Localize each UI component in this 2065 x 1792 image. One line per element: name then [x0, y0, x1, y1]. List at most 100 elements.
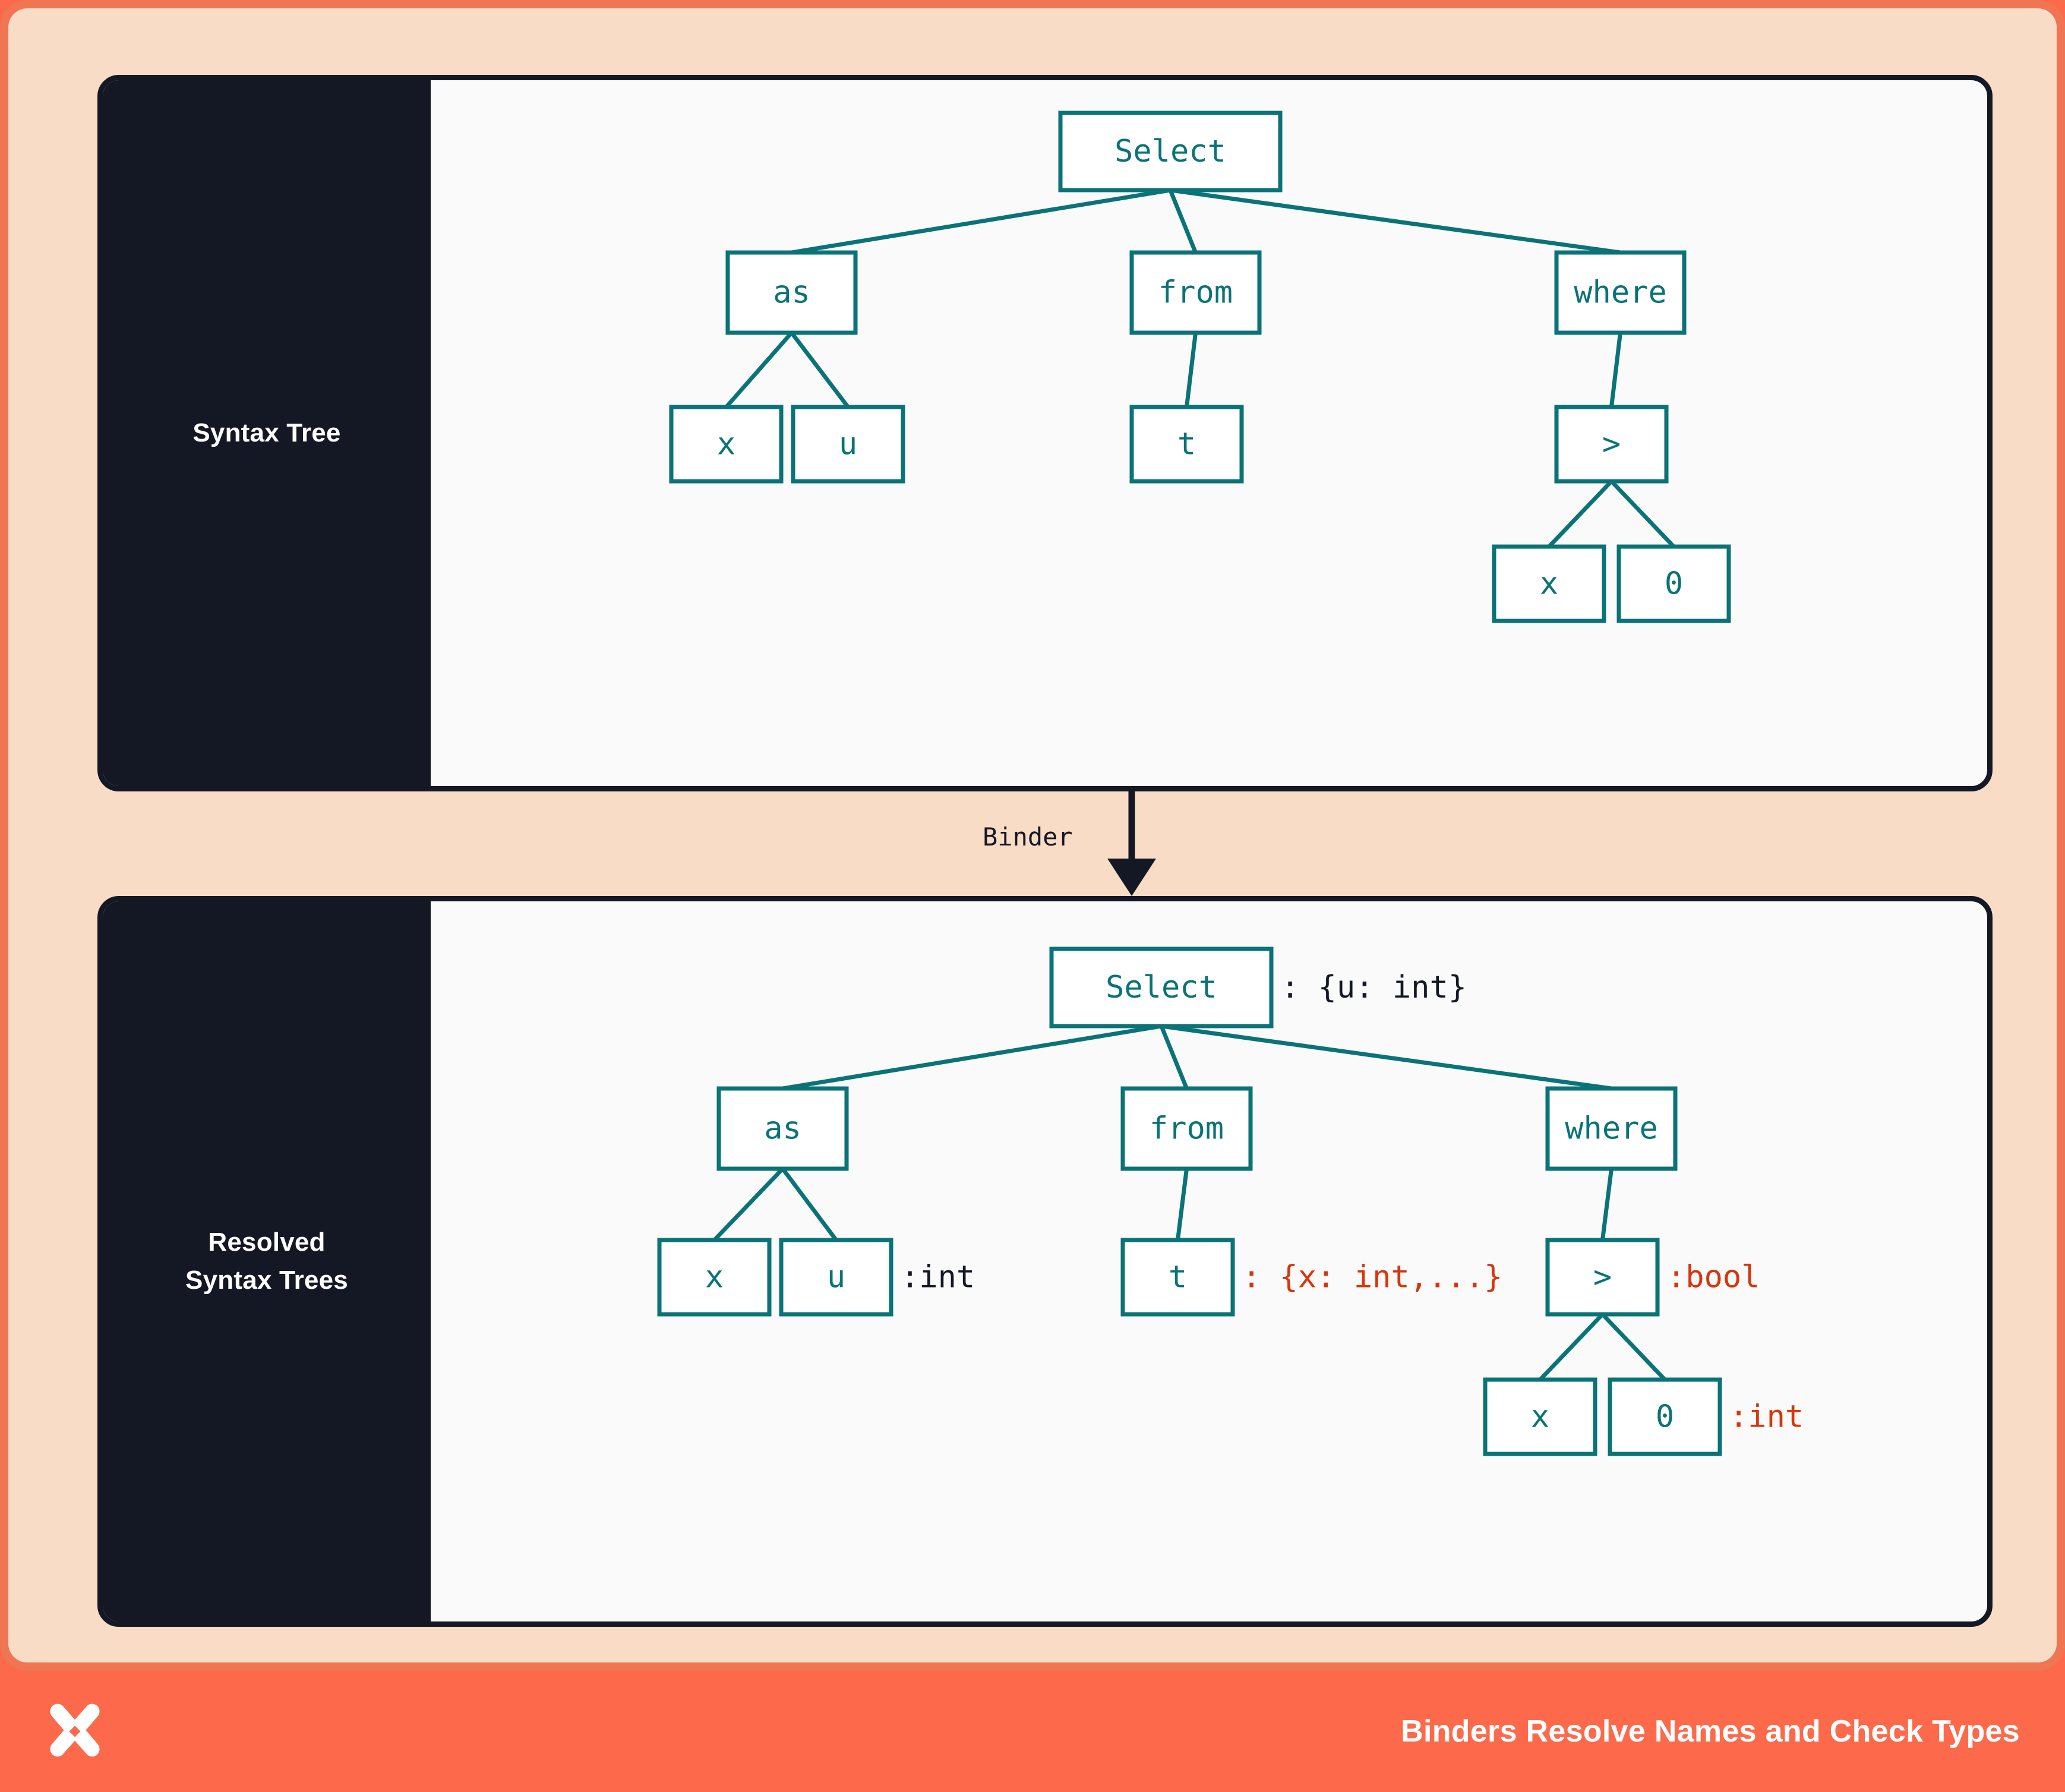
tree-node-label: t: [1177, 427, 1196, 462]
tree-node-label: x: [1531, 1399, 1549, 1435]
tree-nodes: Select as from where x u t > x 0: [669, 111, 1731, 623]
tree-node-label: as: [764, 1111, 801, 1147]
tree-node-box: [1483, 1377, 1597, 1456]
tree-node[interactable]: x: [1492, 544, 1606, 623]
tree-node[interactable]: x: [669, 405, 784, 484]
tree-node-label: Select: [1114, 134, 1226, 169]
tree-edge: [1161, 1024, 1612, 1091]
tree-node-label: where: [1565, 1111, 1658, 1147]
tree-node-box: [1058, 111, 1283, 193]
tree-node[interactable]: from: [1129, 250, 1262, 335]
tree-node[interactable]: t: [1129, 405, 1244, 484]
tree-node-type-annotation: : {u: int}: [1281, 970, 1467, 1005]
tree-node[interactable]: Select : {u: int}: [1049, 947, 1467, 1028]
tree-edge: [1185, 332, 1198, 408]
footer-caption: Binders Resolve Names and Check Types: [1401, 1714, 2020, 1749]
tree-node[interactable]: u: [791, 405, 905, 484]
binder-arrow-icon: [1107, 791, 1156, 896]
tree-node-box: [1554, 250, 1687, 335]
tree-node-type-annotation: :int: [1729, 1399, 1804, 1435]
tree-edges: [712, 1024, 1667, 1381]
tree-node-label: u: [827, 1260, 845, 1295]
slide-canvas: Syntax Tree Select as from where x u t > x 0 Bind…: [0, 0, 2065, 1671]
tree-edge: [1609, 332, 1622, 408]
tree-edge: [782, 1024, 1162, 1091]
tree-node-box: [1120, 1238, 1235, 1317]
brand-x-logo-icon: [50, 1703, 100, 1757]
footer-bar: Binders Resolve Names and Check Types: [0, 1671, 2065, 1792]
tree-node-type-annotation: :int: [901, 1260, 975, 1295]
panel-syntax-tree-stage: Select as from where x u t > x 0: [431, 80, 1987, 786]
tree-edge: [791, 188, 1171, 255]
tree-node[interactable]: as: [725, 250, 858, 335]
tree-node-box: [1616, 544, 1731, 623]
tree-node-box: [1554, 405, 1669, 484]
tree-edge: [1600, 1168, 1614, 1241]
tree-node-label: t: [1169, 1260, 1187, 1295]
tree-node[interactable]: Select: [1058, 111, 1283, 193]
tree-node-box: [716, 1086, 849, 1171]
tree-node-box: [779, 1238, 893, 1317]
panel-resolved-syntax-trees-stage: Select : {u: int} as from where x :int u :int t : …: [431, 901, 1987, 1621]
tree-node-box: [1049, 947, 1274, 1028]
tree-edge: [1168, 189, 1198, 254]
tree-nodes: Select : {u: int} as from where x :int u :int t : …: [657, 947, 1804, 1456]
tree-node[interactable]: >:bool: [1545, 1238, 1760, 1317]
tree-node[interactable]: t : {x: int,...}: [1120, 1238, 1502, 1317]
binder-label: Binder: [983, 822, 1073, 851]
tree-node-box: [1129, 405, 1244, 484]
tree-edge: [1159, 1025, 1189, 1090]
tree-node-box: [725, 250, 858, 335]
tree-edge: [790, 331, 850, 409]
tree-node-label: x: [1540, 566, 1558, 602]
panel-syntax-tree: Syntax Tree Select as from where x u t > x 0: [97, 75, 1993, 791]
tree-node[interactable]: 0: [1616, 544, 1731, 623]
tree-node[interactable]: u :int: [779, 1238, 975, 1317]
tree-node-box: [669, 405, 784, 484]
tree-edge: [712, 1167, 785, 1242]
tree-edge: [1176, 1168, 1189, 1241]
tree-edge: [1547, 479, 1614, 548]
tree-node-label: from: [1150, 1111, 1224, 1147]
tree-node-box: [1545, 1238, 1660, 1317]
tree-node-label: where: [1574, 275, 1667, 311]
tree-node[interactable]: where: [1554, 250, 1687, 335]
tree-edge: [1538, 1313, 1605, 1381]
tree-node-type-annotation: : {x: int,...}: [1242, 1260, 1502, 1295]
tree-node-label: 0: [1656, 1399, 1674, 1435]
tree-edge: [1170, 188, 1621, 255]
binder-connector: [97, 791, 1993, 896]
panel-syntax-tree-label: Syntax Tree: [192, 418, 341, 448]
tree-node-label: 0: [1665, 566, 1683, 602]
tree-node-box: [1492, 544, 1606, 623]
tree-node-label: u: [839, 427, 857, 462]
tree-node-label: x: [705, 1260, 724, 1295]
panel-syntax-tree-sidebar: Syntax Tree: [103, 80, 431, 786]
tree-node[interactable]: as: [716, 1086, 849, 1171]
tree-node-label: >: [1593, 1260, 1612, 1295]
tree-node-box: [1545, 1086, 1678, 1171]
resolved-syntax-tree-graphic: Select : {u: int} as from where x :int u :int t : …: [657, 947, 1804, 1456]
tree-edge: [1609, 479, 1676, 548]
tree-node-box: [791, 405, 905, 484]
tree-edge: [724, 331, 794, 409]
tree-node[interactable]: >: [1554, 405, 1669, 484]
tree-node-label: from: [1158, 275, 1233, 311]
tree-node[interactable]: 0 :int: [1608, 1377, 1804, 1456]
tree-node-label: x: [717, 427, 735, 462]
tree-edge: [781, 1167, 838, 1242]
tree-node-box: [1608, 1377, 1722, 1456]
tree-edges: [724, 188, 1676, 548]
tree-node-box: [1129, 250, 1262, 335]
tree-node[interactable]: where: [1545, 1086, 1678, 1171]
tree-node-label: >: [1602, 427, 1621, 462]
tree-node-label: as: [773, 275, 810, 311]
tree-node[interactable]: from: [1120, 1086, 1253, 1171]
tree-node-label: Select: [1106, 970, 1217, 1005]
syntax-tree-graphic: Select as from where x u t > x 0: [669, 111, 1731, 623]
tree-node-box: [657, 1238, 772, 1317]
